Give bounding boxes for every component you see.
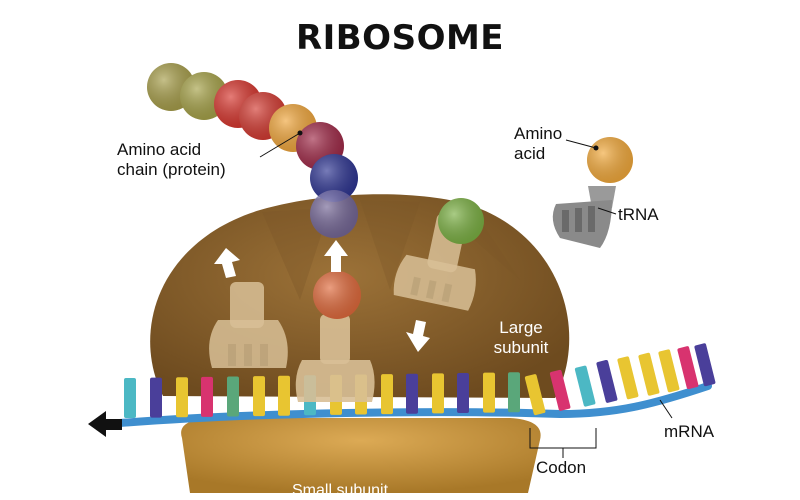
amino-shade <box>310 154 358 202</box>
label-small-subunit: Small subunit <box>292 482 389 499</box>
nucleotide <box>253 376 265 417</box>
nucleotide <box>457 373 469 414</box>
label-mrna: mRNA <box>664 422 715 441</box>
nucleotide <box>508 372 520 413</box>
groove-shade <box>262 208 330 300</box>
label-codon: Codon <box>536 458 587 477</box>
nucleotide <box>596 359 618 403</box>
trna-p-site <box>295 314 375 402</box>
mrna-direction-arrow <box>88 411 122 437</box>
label-line: Amino acid <box>117 140 202 159</box>
nucleotide <box>278 375 290 416</box>
nucleotide <box>432 373 444 414</box>
amino-leader-line <box>565 139 597 149</box>
label-line: Large <box>499 318 543 337</box>
page-title: RIBOSOME <box>295 18 505 58</box>
nucleotide <box>677 346 699 390</box>
movement-arrow-up-center <box>324 240 348 272</box>
label-trna: tRNA <box>618 205 659 224</box>
label-line: subunit <box>493 338 549 357</box>
mrna-leader-line <box>659 399 673 419</box>
leader-dot <box>593 145 599 151</box>
nucleotide <box>574 365 596 407</box>
nucleotide <box>150 377 162 418</box>
small-subunit <box>181 418 541 493</box>
label-amino-acid: Amino acid <box>514 124 562 164</box>
amino-shade <box>310 190 358 238</box>
nucleotide <box>638 352 660 396</box>
movement-arrow-down-right <box>406 320 430 352</box>
label-amino-acid-chain: Amino acid chain (protein) <box>117 140 226 180</box>
amino-shade <box>587 137 633 183</box>
nucleotide <box>176 377 188 418</box>
label-line: acid <box>514 144 546 163</box>
nucleotide <box>381 374 393 415</box>
amino-shade <box>438 198 484 244</box>
nucleotide <box>124 378 136 418</box>
label-large-subunit: Large subunit <box>490 318 552 358</box>
groove-shade <box>360 200 420 290</box>
label-line: chain (protein) <box>117 160 226 179</box>
nucleotide <box>227 376 239 417</box>
trna-exit-site <box>209 282 288 368</box>
nucleotide <box>524 374 546 416</box>
nucleotide <box>406 373 418 414</box>
amino-shade <box>313 271 361 319</box>
chain-leader-line <box>259 132 301 158</box>
free-trna <box>552 186 616 248</box>
nucleotide <box>549 369 571 411</box>
label-line: Amino <box>514 124 563 143</box>
movement-arrow-up-left <box>214 248 240 278</box>
nucleotide <box>617 356 639 400</box>
trna-leader-line <box>597 207 617 215</box>
mrna-strand <box>104 382 712 428</box>
nucleotide <box>658 349 680 393</box>
nucleotide <box>694 343 716 387</box>
nucleotide <box>483 372 495 413</box>
leader-dot <box>297 130 303 136</box>
nucleotide <box>201 376 213 417</box>
amino-acid-chain <box>147 63 358 238</box>
